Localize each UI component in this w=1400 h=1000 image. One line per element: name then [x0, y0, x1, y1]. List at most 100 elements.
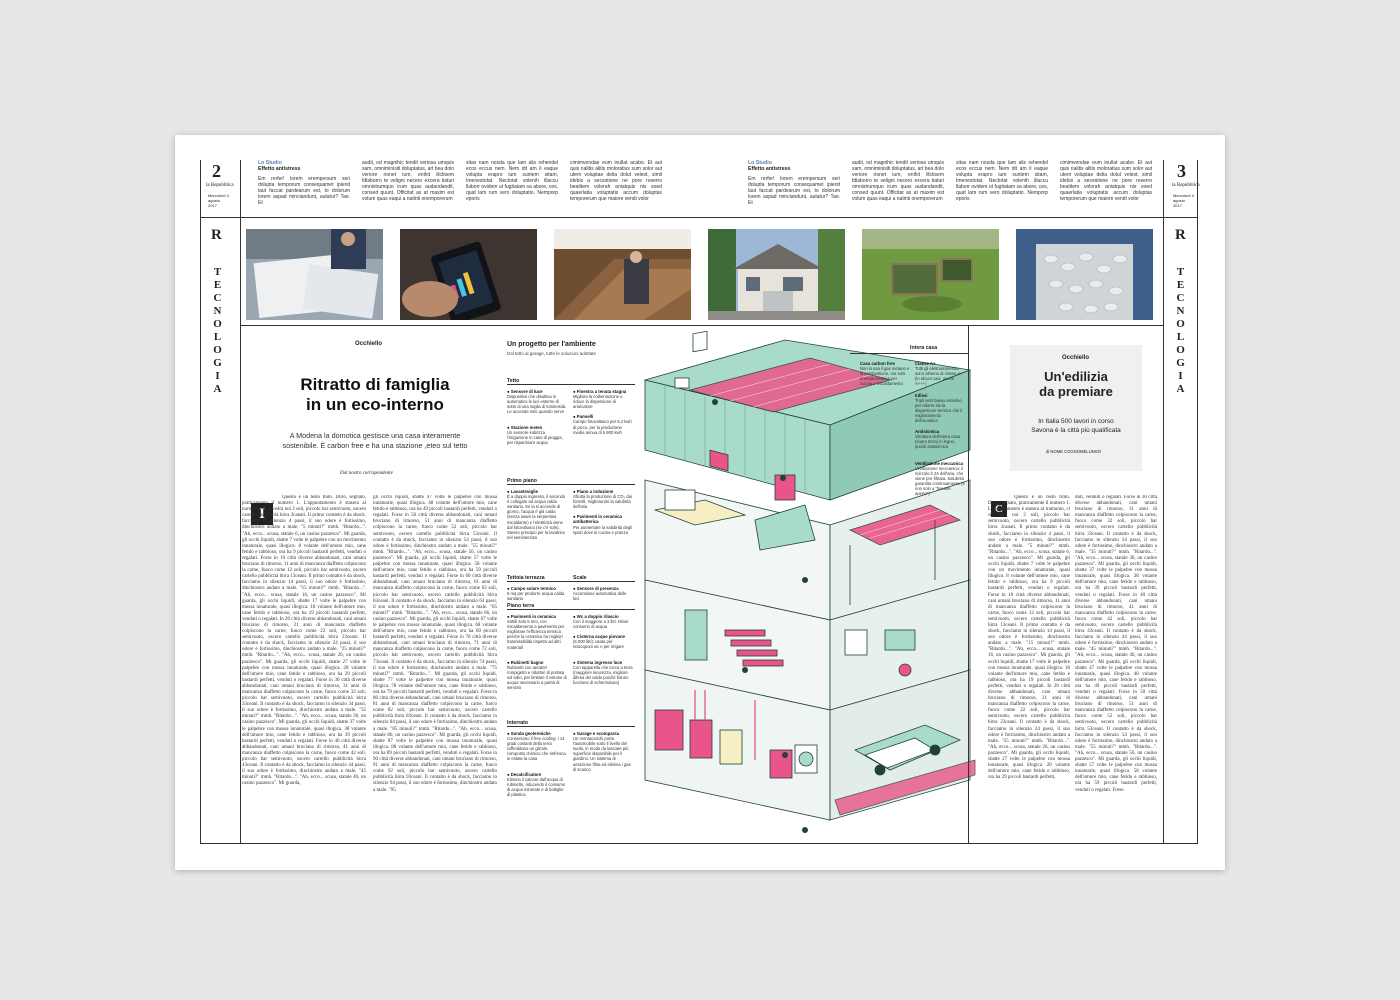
section-letter: O — [1176, 318, 1186, 330]
graphic-section-2: Tettoia terrazza — [507, 575, 635, 582]
graphic-right-item-title: Classe A+ — [915, 361, 936, 366]
sidebar-headline-line2: da premiare — [1039, 384, 1113, 399]
graphic-item-title: ● Pavimenti in ceramica — [507, 614, 556, 619]
graphic-item-desc: Sottili solo 5 mm, con riscaldamento a p… — [507, 619, 565, 650]
house-illustration — [643, 330, 976, 833]
left-headline-line1: Ritratto di famiglia — [300, 375, 450, 394]
strip-col2: audit, od magnihic tendit veriosa umquis… — [362, 160, 454, 202]
photo-house — [708, 229, 845, 320]
left-deck-line2: sostenibile. È carbon free e ha una staz… — [282, 440, 468, 450]
sidebar-box: Occhiello Un'edilizia da premiare In Ita… — [1010, 345, 1142, 471]
graphic-right-item-title: Antisismica — [915, 429, 940, 435]
section-letter: A — [213, 383, 223, 395]
strip-title: Effetto antistress — [258, 166, 301, 172]
graphic-item-title: ● Pannelli — [573, 414, 594, 420]
graphic-item-desc: Un montacarichi porta l'automobile sotto… — [573, 736, 631, 772]
strip-col3: sitas nam nosda que lam alis rehendel ec… — [466, 160, 558, 202]
graphic-item-desc: Un sensore indirizza l'irrigazione in ca… — [507, 429, 563, 445]
strip-col1-r: Em rerfer! lorem erempersum seri dolupta… — [748, 176, 840, 206]
graphic-item-desc: Migliora la coibentazione e riduce la di… — [573, 394, 623, 410]
graphic-item-desc: Consentono il free cooling: i 14 gradi c… — [507, 736, 566, 762]
photo-smartphone — [400, 229, 537, 320]
top-strip-right: Lo Studio Effetto antistress Em rerfer! … — [748, 160, 1158, 212]
graphic-section-4: Piano terra — [507, 603, 635, 610]
strip-kicker: Lo Studio — [258, 160, 282, 166]
section-letter: E — [213, 279, 223, 291]
right-body-col2: duti, venduti o regalati. Forse in 30 ci… — [1075, 495, 1157, 793]
graphic-item-title: ● Garage e scomparsa — [573, 731, 620, 736]
strip-title-r: Effetto antistress — [748, 166, 791, 172]
graphic-right-item-desc: Tripli vetri basso emissivi, per ridurre… — [915, 397, 963, 423]
section-letter: T — [1176, 266, 1186, 278]
top-strip-left: Lo Studio Effetto antistress Em rerfer! … — [258, 160, 698, 212]
graphic-section-0: Tetto — [507, 378, 635, 385]
graphic-right-item-desc: Ventilazione meccanica: il ricircolo h 2… — [915, 465, 965, 497]
section-letter: O — [213, 318, 223, 330]
graphic-item-title: ● Finestra a tenuta stagna — [573, 389, 627, 394]
sidebar-deck: In Italia 500 lavori in corso Savona è l… — [1010, 417, 1142, 435]
graphic-section-5: Interrato — [507, 720, 635, 727]
section-letter: G — [1176, 357, 1186, 369]
left-logo: R — [211, 227, 222, 243]
left-body-col2: gli occhi liquidi, sbatte 47 volte le pa… — [373, 495, 497, 793]
sidebar-byline: di NOME COGNOMELUNGO — [1046, 449, 1102, 454]
strip-col2-r: audit, od magnihic tendit veriosa umquis… — [852, 160, 944, 202]
left-page-number: 2 — [212, 161, 221, 181]
strip-col1: Em rerfer! lorem erempersum seri dolupta… — [258, 176, 350, 206]
graphic-item-title: ● Decalcificatore — [507, 771, 542, 777]
left-occhiello: Occhiello — [355, 341, 383, 347]
graphic-item-desc: 5 mq per produrre acqua calda sanitaria — [507, 591, 565, 602]
graphic-item-title: ● Rubinetti bagno — [507, 659, 544, 665]
strip-col4: cimimvendae eum inullat acabo. Et aut qu… — [570, 160, 662, 202]
graphic-item-desc: È a doppio ingresso, il secondo è colleg… — [507, 494, 566, 540]
left-deck: A Modena la domotica gestisce una casa i… — [255, 431, 495, 450]
right-date: Mercoledì 4 agosto 2017 — [1173, 193, 1194, 208]
left-date: Mercoledì 4 agosto 2017 — [208, 193, 229, 208]
section-letter: C — [1176, 292, 1186, 304]
section-letter: O — [213, 344, 223, 356]
sidebar-headline: Un'edilizia da premiare — [1010, 369, 1142, 399]
right-page-number: 3 — [1177, 161, 1186, 181]
graphic-right-item-title: Ventilazione meccanica — [915, 460, 964, 466]
left-headline: Ritratto di famiglia in un eco-interno — [245, 375, 505, 415]
right-dropcap: C — [991, 501, 1007, 517]
newspaper-spread: 2 la Repubblica Mercoledì 4 agosto 2017 … — [175, 135, 1225, 870]
graphic-item-desc: Con tapparella che tocca a terra (maggio… — [573, 664, 633, 686]
sidebar-deck-line1: In Italia 500 lavori in corso — [1038, 418, 1114, 425]
photo-stairs — [554, 229, 691, 320]
section-letter: T — [213, 266, 223, 278]
graphic-right-item: Classe A+Tutti gli elettrodomestici sono… — [915, 361, 965, 386]
left-headline-line2: in un eco-interno — [306, 395, 444, 414]
left-deck-line1: A Modena la domotica gestisce una casa i… — [289, 431, 461, 440]
graphic-right-item-desc: Tutti gli elettrodomestici sono almeno d… — [915, 366, 963, 387]
section-letter: E — [1176, 279, 1186, 291]
graphic-item-title: ● Cisterna acque piovane — [573, 634, 626, 640]
graphic-item-title: ● Pavimenti in ceramica antibatterica — [573, 514, 622, 525]
graphic-item: ● Cisterna acque piovane(6.000 litri): u… — [573, 634, 633, 649]
graphic-item-desc: Elimina il calcare dall'acqua di rubinet… — [507, 776, 566, 798]
graphic-item-title: ● Sistema ingresso luce — [573, 659, 623, 665]
graphic-item-title: ● Stazione meteo — [507, 424, 543, 430]
graphic-item-desc: Dispositivo che disattiva in automatico … — [507, 394, 567, 415]
section-letter: N — [1176, 305, 1186, 317]
graphic-item-title: ● Sensore di luce — [507, 389, 543, 394]
left-masthead: la Repubblica — [206, 183, 234, 188]
graphic-item-title: ● Lavastoviglie — [507, 489, 539, 494]
